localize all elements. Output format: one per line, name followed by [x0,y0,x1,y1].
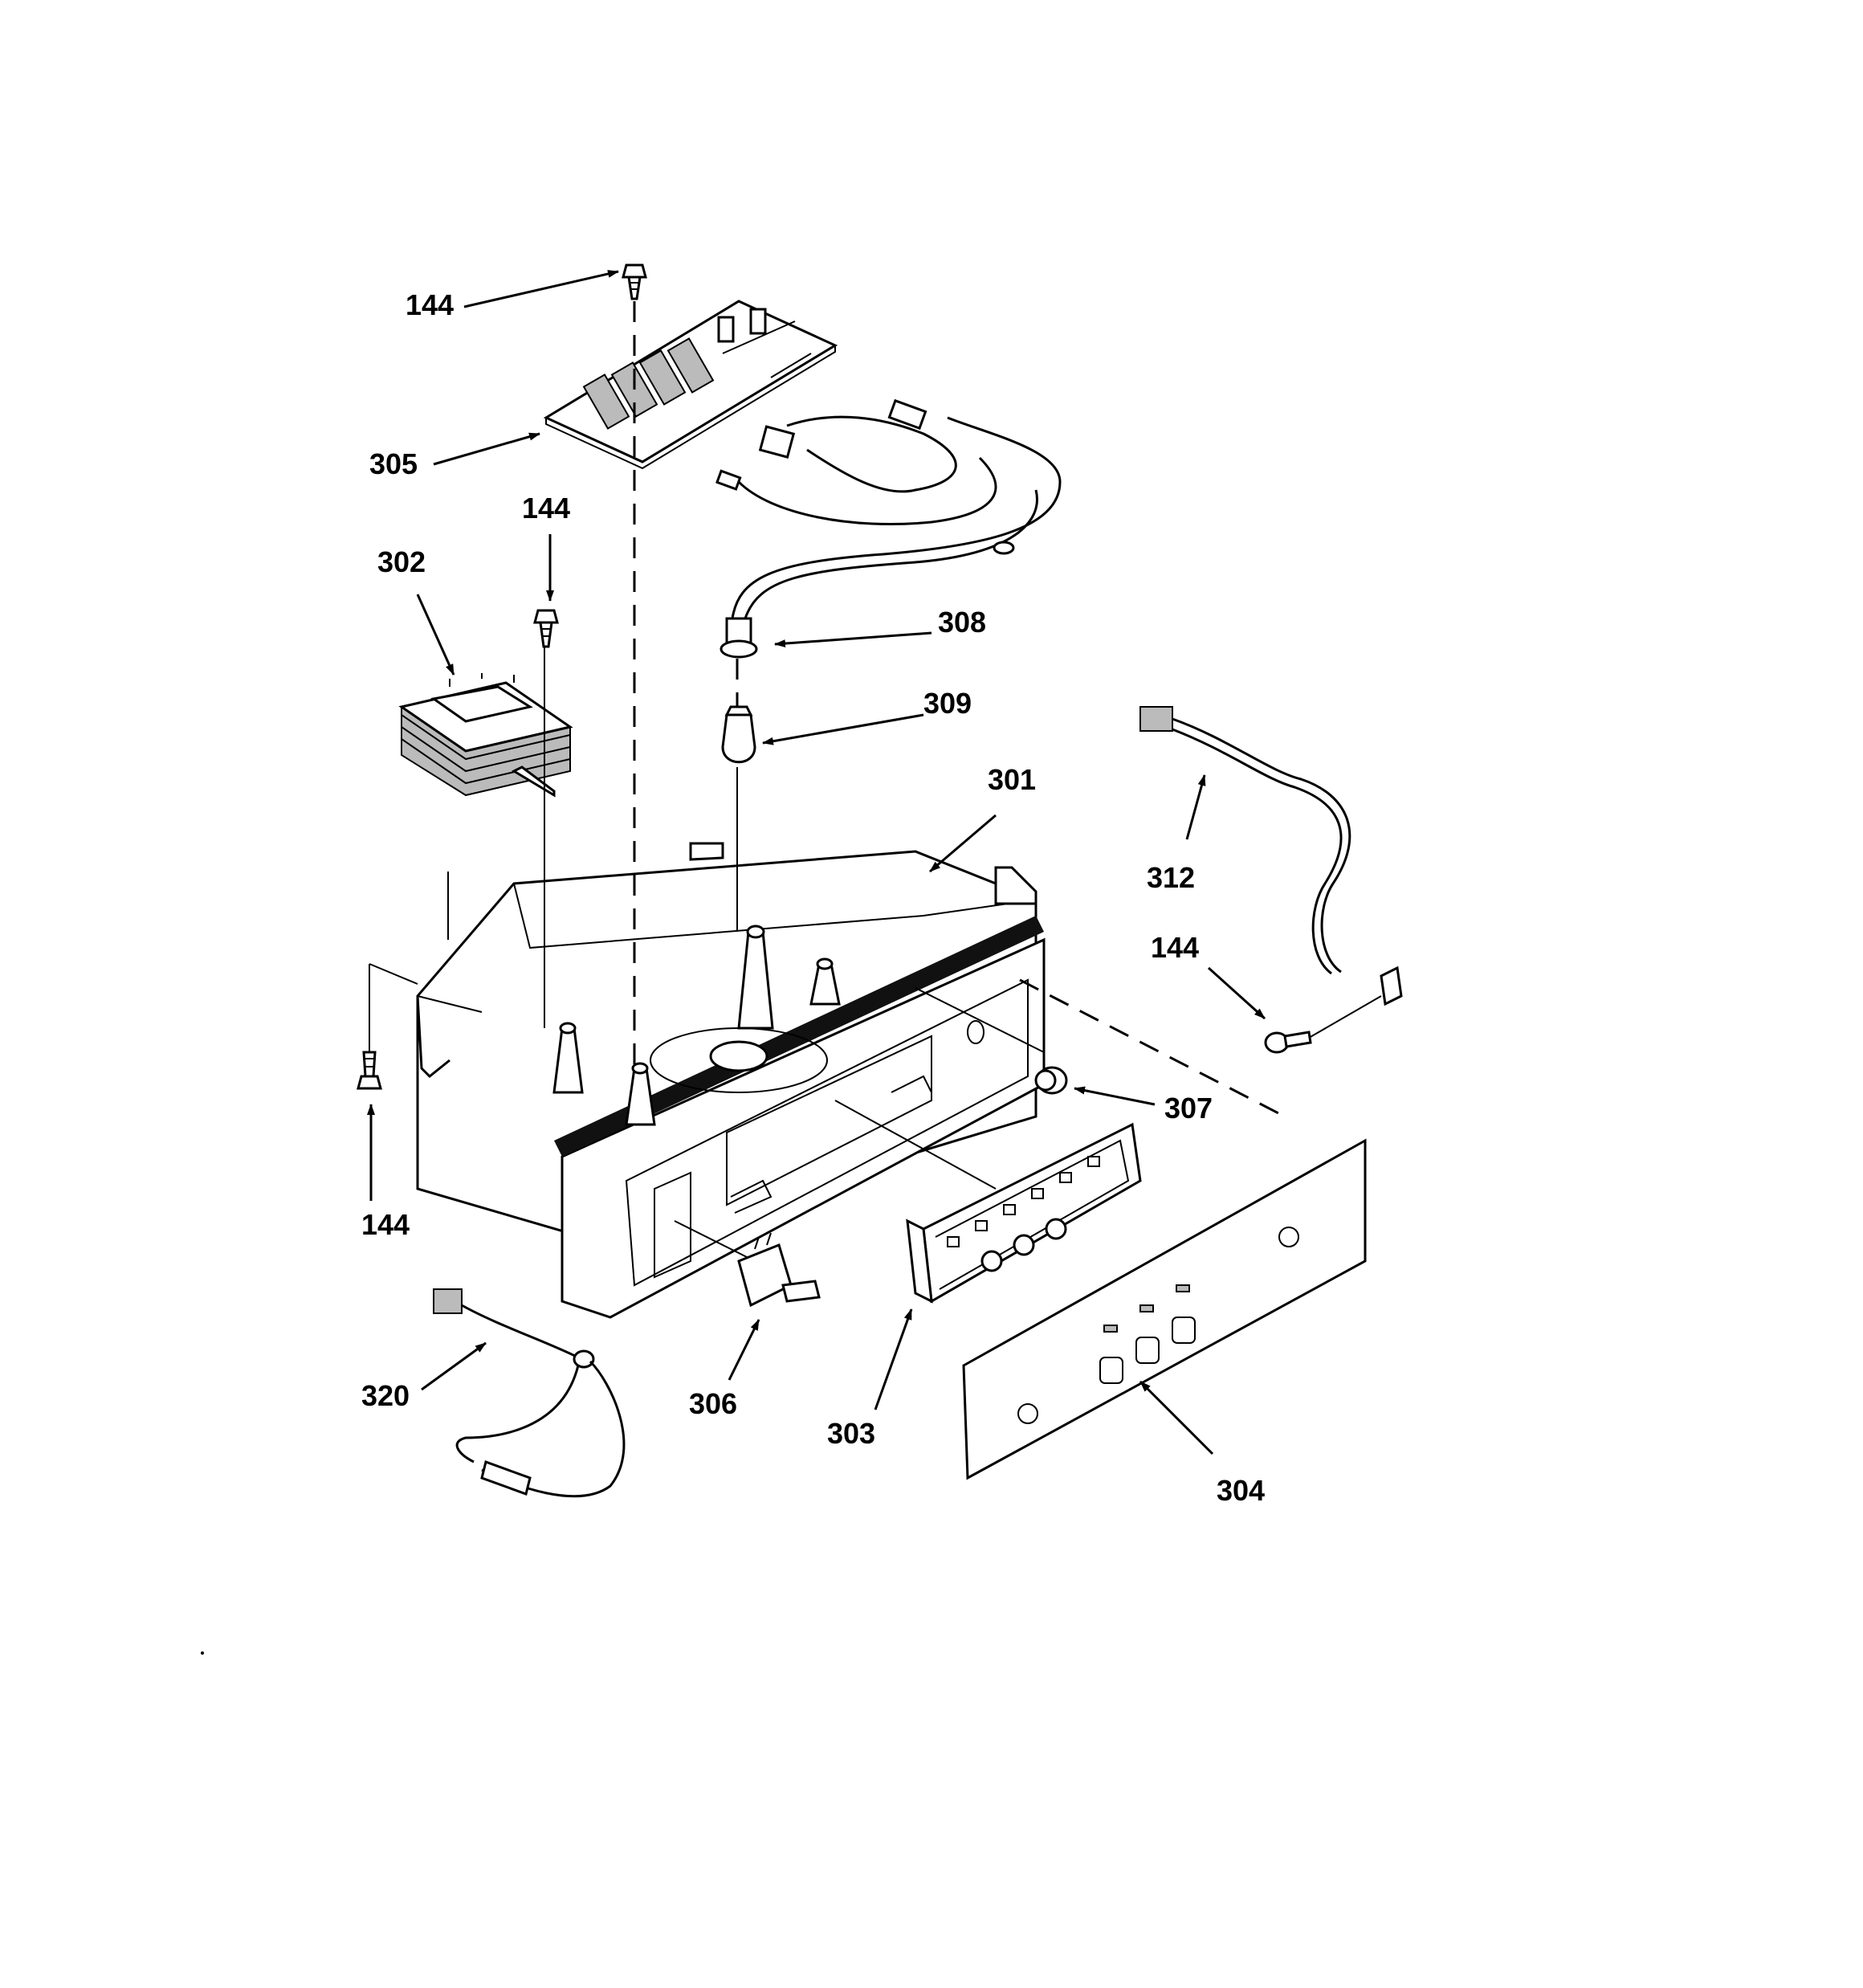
callout-303: 303 [827,1417,875,1450]
screw-144-top [622,263,647,300]
callout-312: 312 [1147,861,1195,894]
callout-306: 306 [689,1387,737,1420]
screw-144-mid [533,609,559,648]
socket-harness-308 [715,398,1062,659]
bulb-309 [721,705,756,764]
callout-302: 302 [377,545,426,578]
switch-306 [737,1232,821,1308]
control-board-305 [543,300,838,470]
harness-312 [1139,706,1351,975]
harness-320 [433,1288,626,1498]
stray-dot [201,1651,204,1655]
screw-144-left [357,1051,382,1090]
callout-144-left: 144 [361,1208,410,1241]
callout-308: 308 [938,606,986,639]
callout-144-right: 144 [1151,931,1199,964]
callout-320: 320 [361,1379,410,1412]
callout-307: 307 [1164,1092,1213,1125]
callout-labels: 144 305 144 302 308 309 301 312 144 307 … [361,288,1265,1507]
callout-305: 305 [369,447,418,480]
callout-144-mid: 144 [522,492,570,525]
control-module-303 [906,1122,1142,1304]
screw-144-right [1264,965,1403,1054]
knob-307 [1034,1066,1068,1095]
callout-309: 309 [923,687,972,720]
housing-301 [416,842,1046,1319]
callout-301: 301 [988,763,1036,796]
assembly-lines [369,301,1286,1258]
callout-304: 304 [1217,1474,1265,1507]
leader-arrows [367,270,1266,1455]
front-panel-304 [962,1138,1367,1480]
callout-144-top: 144 [406,288,454,321]
